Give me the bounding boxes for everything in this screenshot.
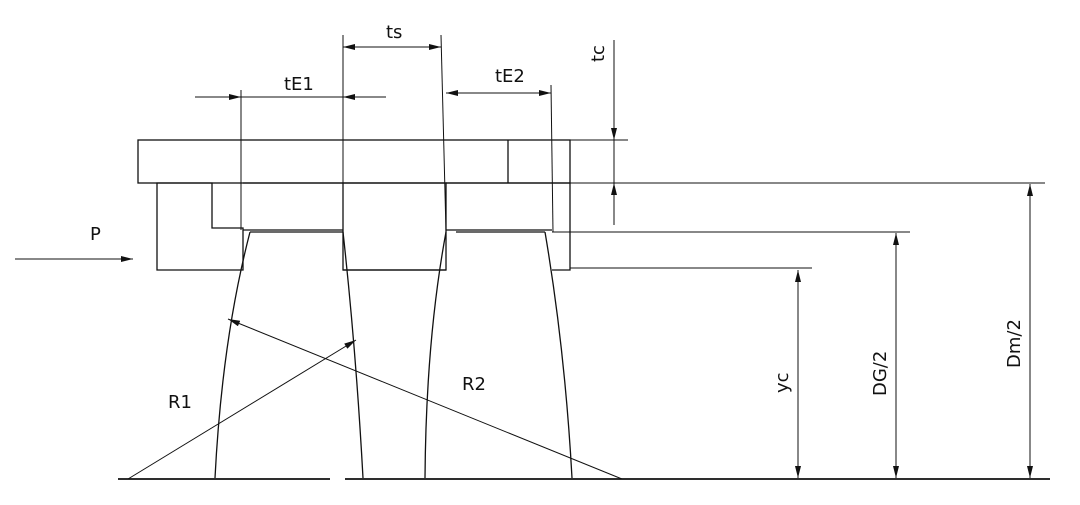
dimension-yc: yc xyxy=(772,270,801,478)
dimension-tc: tc xyxy=(588,40,617,225)
dimension-ts: ts xyxy=(343,22,441,50)
dimension-dg2: DG/2 xyxy=(870,233,899,478)
label-dm2: Dm/2 xyxy=(1004,319,1025,368)
label-tc: tc xyxy=(588,45,609,62)
radius-lines: R1 R2 xyxy=(127,318,623,480)
dimension-te1: tE1 xyxy=(195,74,386,100)
cover-plate xyxy=(137,139,571,184)
label-te1: tE1 xyxy=(284,74,314,95)
horizontal-extension-lines xyxy=(552,139,1045,269)
dimension-te2: tE2 xyxy=(446,66,551,96)
label-r1: R1 xyxy=(168,392,192,413)
force-p: P xyxy=(15,224,133,262)
extension-lines xyxy=(240,34,554,233)
tooth-profiles xyxy=(214,231,573,479)
label-te2: tE2 xyxy=(495,66,525,87)
label-dg2: DG/2 xyxy=(870,351,891,396)
label-p: P xyxy=(90,224,101,245)
label-r2: R2 xyxy=(462,374,486,395)
flange-body xyxy=(156,182,571,271)
label-yc: yc xyxy=(772,372,793,393)
label-ts: ts xyxy=(386,22,402,43)
dimension-dm2: Dm/2 xyxy=(1004,184,1033,478)
